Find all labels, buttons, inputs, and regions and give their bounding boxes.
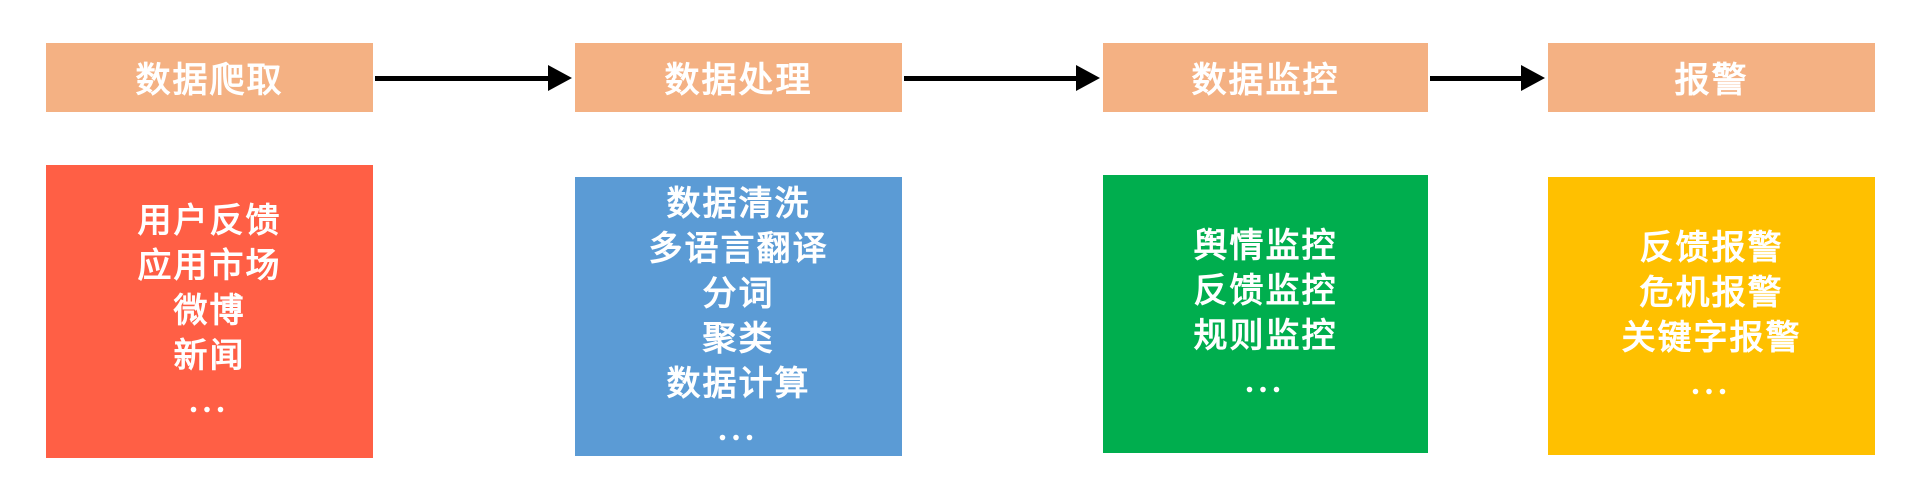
list-item: 多语言翻译 [648,230,829,268]
list-item: 关键字报警 [1621,320,1802,357]
stage-box-processing-steps: 数据清洗 多语言翻译 分词 聚类 数据计算 ... [575,177,902,456]
flow-arrow-2 [904,65,1100,91]
stage-header-data-processing: 数据处理 [575,43,902,112]
list-item: 分词 [702,275,775,313]
stage-header-data-monitoring: 数据监控 [1103,43,1428,112]
stage-box-monitoring-types: 舆情监控 反馈监控 规则监控 ... [1103,175,1428,453]
stage-box-data-sources: 用户反馈 应用市场 微博 新闻 ... [46,165,373,458]
list-item: 聚类 [702,320,775,358]
arrow-line [375,76,556,81]
list-item: 新闻 [173,338,246,375]
ellipsis-item: ... [718,410,759,448]
list-item: 微博 [173,293,246,330]
stage-header-alert: 报警 [1548,43,1875,112]
arrow-line [1430,76,1529,81]
ellipsis-item: ... [1691,365,1732,402]
arrowhead-icon [1076,65,1100,91]
list-item: 应用市场 [137,248,282,285]
ellipsis-item: ... [1245,363,1286,400]
list-item: 用户反馈 [137,203,282,240]
list-item: 舆情监控 [1193,228,1338,265]
flow-arrow-1 [375,65,572,91]
list-item: 反馈监控 [1193,273,1338,310]
stage-header-data-crawling: 数据爬取 [46,43,373,112]
ellipsis-item: ... [189,383,230,420]
arrowhead-icon [1521,65,1545,91]
arrow-line [904,76,1084,81]
stage-box-alert-types: 反馈报警 危机报警 关键字报警 ... [1548,177,1875,455]
list-item: 反馈报警 [1639,230,1784,267]
arrowhead-icon [548,65,572,91]
list-item: 危机报警 [1639,275,1784,312]
flow-arrow-3 [1430,65,1545,91]
list-item: 数据清洗 [666,185,811,223]
list-item: 数据计算 [666,365,811,403]
list-item: 规则监控 [1193,318,1338,355]
